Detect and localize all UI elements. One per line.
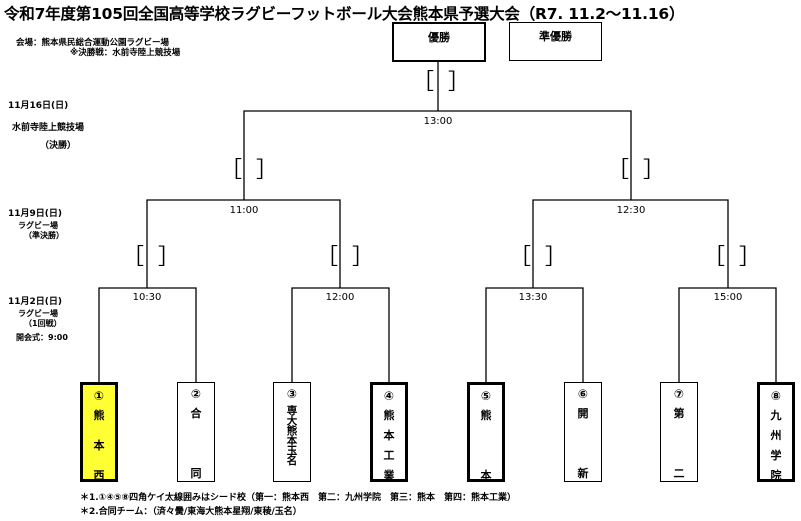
venue-line-1: 会場：熊本県民総合運動公園ラグビー場 xyxy=(16,38,170,48)
note-1: ＊1.①④⑤⑧四角ケイ太線囲みはシード校（第一：熊本西 第二：九州学院 第三：熊… xyxy=(80,493,516,503)
team-number: ① xyxy=(93,389,105,403)
team-name-char: 同 xyxy=(190,467,202,480)
opening-ceremony: 開会式：9:00 xyxy=(16,333,68,342)
team-box-7: ⑦ 第二 xyxy=(660,382,698,482)
match-time-4: 15:00 xyxy=(713,292,743,303)
final-venue: 水前寺陸上競技場 xyxy=(12,123,85,133)
team-number: ④ xyxy=(383,389,395,403)
team-name-char: 業 xyxy=(383,469,395,482)
final-time: 13:00 xyxy=(423,116,453,127)
semi-stage: （準決勝） xyxy=(24,231,64,240)
team-name-char: 西 xyxy=(93,469,105,482)
score-bracket-close-3: ］ xyxy=(643,158,666,183)
semi-venue: ラグビー場 xyxy=(18,221,58,230)
score-bracket-open-5: ［ xyxy=(316,245,339,270)
team-name-char: 本 xyxy=(480,469,492,482)
match-time-1: 10:30 xyxy=(132,292,162,303)
team-name-char: 新 xyxy=(577,467,589,480)
score-bracket-open-3: ［ xyxy=(607,158,630,183)
score-bracket-close-7: ］ xyxy=(739,245,762,270)
team-name-char: 開 xyxy=(577,407,589,420)
team-box-6: ⑥ 開新 xyxy=(564,382,602,482)
team-name-char: 本 xyxy=(93,439,105,452)
champion-label: 優勝 xyxy=(428,31,450,44)
score-bracket-close-2: ］ xyxy=(256,158,279,183)
team-box-1: ① 熊本西 xyxy=(80,382,118,482)
team-name-char: 九 xyxy=(770,409,782,422)
first-round-venue: ラグビー場 xyxy=(18,309,58,318)
team-name-char: 第 xyxy=(673,407,685,420)
match-line-3 xyxy=(485,287,584,382)
team-name-char: 熊 xyxy=(93,409,105,422)
team-name-char: 熊 xyxy=(383,409,395,422)
score-bracket-open-4: ［ xyxy=(122,245,145,270)
team-number: ⑦ xyxy=(673,387,685,401)
venue-line-2: ※決勝戦：水前寺陸上競技場 xyxy=(70,48,181,58)
score-bracket-open-1: ［ xyxy=(412,70,435,95)
team-name-char: 熊 xyxy=(480,409,492,422)
score-bracket-close-6: ］ xyxy=(545,245,568,270)
team-box-2: ② 合同 xyxy=(177,382,215,482)
score-bracket-close-1: ］ xyxy=(448,70,471,95)
score-bracket-open-6: ［ xyxy=(509,245,532,270)
score-bracket-close-5: ］ xyxy=(352,245,375,270)
team-box-4: ④ 熊本工業 xyxy=(370,382,408,482)
first-round-stage: （1回戦） xyxy=(24,319,62,328)
team-name-char: 学 xyxy=(770,449,782,462)
team-name-char: 工 xyxy=(383,449,395,462)
team-name-char: 本 xyxy=(383,429,395,442)
team-name-char: 専大熊本玉名 xyxy=(285,405,298,465)
team-number: ② xyxy=(190,387,202,401)
page-title: 令和7年度第105回全国高等学校ラグビーフットボール大会熊本県予選大会（R7. … xyxy=(4,5,685,23)
team-name-char: 院 xyxy=(770,469,782,482)
final-stage: （決勝） xyxy=(40,141,77,151)
semi-time-1: 11:00 xyxy=(229,205,259,216)
score-bracket-open-7: ［ xyxy=(703,245,726,270)
team-name-char: 合 xyxy=(190,407,202,420)
final-date: 11月16日(日) xyxy=(8,101,69,111)
runner-up-box: 準優勝 xyxy=(509,22,602,61)
team-number: ⑧ xyxy=(770,389,782,403)
team-name-char: 州 xyxy=(770,429,782,442)
team-number: ⑥ xyxy=(577,387,589,401)
first-round-date: 11月2日(日) xyxy=(8,297,63,307)
score-bracket-open-2: ［ xyxy=(220,158,243,183)
team-number: ③ xyxy=(286,387,298,401)
score-bracket-close-4: ］ xyxy=(158,245,181,270)
team-name-char: 二 xyxy=(673,467,685,480)
match-time-2: 12:00 xyxy=(325,292,355,303)
semi-time-2: 12:30 xyxy=(616,205,646,216)
note-2: ＊2.合同チーム：（済々黌/東海大熊本星翔/東稜/玉名） xyxy=(80,507,302,517)
match-time-3: 13:30 xyxy=(518,292,548,303)
team-number: ⑤ xyxy=(480,389,492,403)
runner-up-label: 準優勝 xyxy=(539,30,572,43)
team-box-8: ⑧ 九州学院 xyxy=(757,382,795,482)
team-box-3: ③ 専大熊本玉名 xyxy=(273,382,311,482)
team-box-5: ⑤ 熊本 xyxy=(467,382,505,482)
champion-box: 優勝 xyxy=(392,22,486,62)
semi-date: 11月9日(日) xyxy=(8,209,63,219)
